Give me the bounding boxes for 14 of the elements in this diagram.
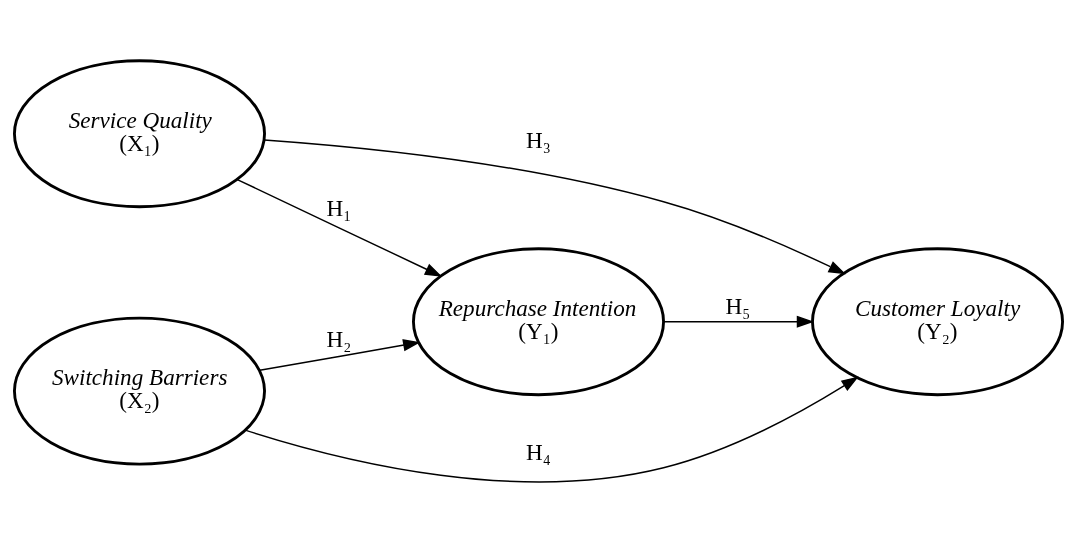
edge-label: H₄ (526, 439, 551, 466)
node-ellipse: Service Quality (X₁) (13, 59, 266, 209)
edge-label: H₁ (326, 194, 352, 221)
node-ellipse: Repurchase Intention (Y₁) (412, 247, 665, 397)
arrow (259, 339, 421, 372)
arrow (263, 139, 846, 275)
edge-label: H₅ (725, 293, 751, 320)
edge-label: H₂ (326, 326, 352, 353)
arrow (236, 178, 443, 277)
node-ellipse: Switching Barriers (X₂) (13, 316, 266, 466)
edge-label: H₃ (526, 126, 551, 153)
arrow (244, 376, 859, 483)
node-ellipse: Customer Loyalty (Y₂) (811, 247, 1064, 397)
arrow (662, 315, 815, 328)
